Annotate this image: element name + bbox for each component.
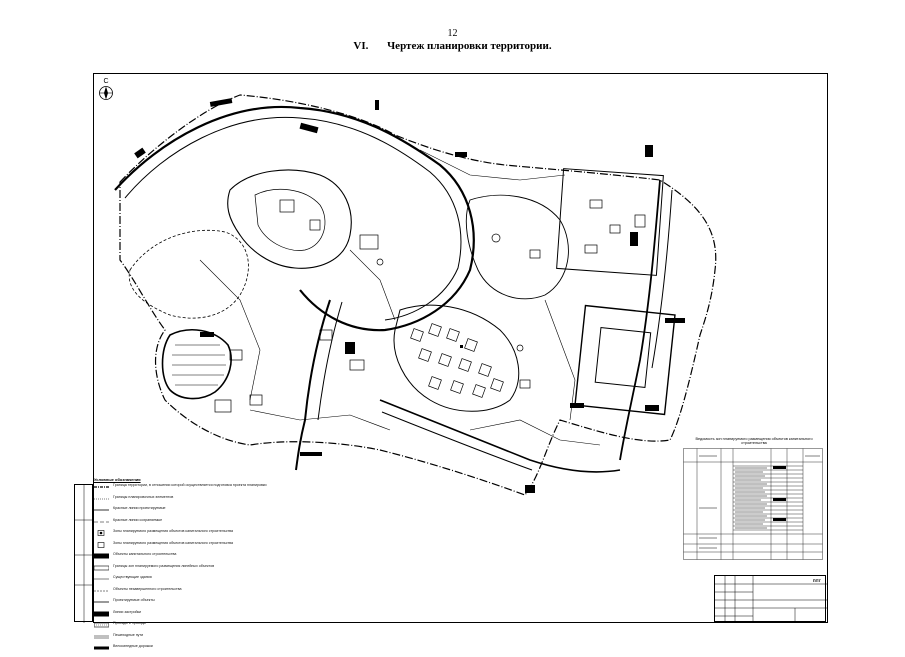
ledger-table: [683, 448, 823, 561]
legend-row: Объекты незавершенного строительства: [94, 586, 394, 600]
legend-row: Проектируемые объекты: [94, 598, 394, 611]
legend-row: Объекты капитального строительства: [94, 552, 394, 565]
legend-row: Зоны планируемого размещения объектов ка…: [94, 540, 394, 554]
legend-symbol: [94, 622, 109, 628]
legend-label: Красные линии проектируемые: [113, 506, 166, 510]
legend-label: Объекты незавершенного строительства: [113, 586, 182, 591]
legend-label: Существующие здания: [113, 575, 152, 579]
legend-label: Линии застройки: [113, 609, 142, 614]
legend-label: Проектируемые объекты: [113, 598, 155, 602]
right-block-lower: [574, 304, 676, 416]
legend-row: Линии застройки: [94, 609, 394, 623]
legend-row: Пешеходные пути: [94, 632, 394, 646]
legend-label: Проезды и проходы: [113, 621, 147, 625]
drawing-frame: [93, 73, 828, 623]
upper-quarter: [465, 194, 569, 300]
diagonal-road-edge: [381, 411, 533, 471]
central-quarter: [393, 304, 520, 412]
north-compass: С: [98, 78, 114, 103]
main-road-edge: [124, 116, 462, 321]
legend-row: Границы планировочных элементов: [94, 494, 394, 508]
legend-label: Пешеходные пути: [113, 632, 144, 637]
legend: Условные обозначения Граница территории,…: [94, 478, 394, 657]
legend-label: Границы зон планируемого размещения лине…: [113, 563, 215, 568]
hill-block-inner: [254, 189, 326, 251]
legend-symbol: [97, 530, 105, 536]
main-road: [114, 105, 475, 332]
legend-row: Проезды и проходы: [94, 621, 394, 634]
legend-symbol: [94, 635, 109, 638]
hill-block: [227, 169, 352, 269]
legend-symbol: [94, 553, 109, 559]
legend-row: Красные линии проектируемые: [94, 506, 394, 519]
left-lagoon: [128, 229, 249, 319]
legend-symbol: [94, 498, 109, 499]
side-stamp: [74, 484, 94, 623]
section-title: Чертеж планировки территории.: [387, 40, 552, 52]
legend-row: Зоны планируемого размещения объектов ка…: [94, 529, 394, 542]
legend-symbol: [94, 601, 109, 603]
compass-label: С: [103, 78, 109, 85]
page-heading: VI. Чертеж планировки территории.: [0, 40, 905, 52]
diagonal-road: [379, 399, 621, 473]
legend-title: Условные обозначения: [94, 477, 141, 482]
legend-symbol: [94, 646, 109, 650]
left-lower-building: [161, 329, 232, 400]
page-number: 12: [447, 28, 458, 39]
right-road-edge: [651, 189, 673, 369]
legend-row: Существующие здания: [94, 575, 394, 588]
legend-label: Граница территории, в отношении которой …: [113, 483, 267, 487]
title-block-grid: [715, 576, 827, 623]
project-boundary: [119, 94, 717, 496]
legend-label: Зоны планируемого размещения объектов ка…: [113, 540, 234, 545]
planning-map: [114, 94, 717, 496]
legend-symbol: [94, 521, 109, 522]
legend-label: Велосипедные дорожки: [113, 644, 153, 648]
zoning-ledger: Ведомость зон планируемого размещения об…: [683, 437, 825, 565]
right-block-upper: [556, 168, 664, 276]
central-road-edge: [317, 301, 343, 421]
legend-symbol: [94, 565, 109, 570]
legend-row: Граница территории, в отношении которой …: [94, 483, 394, 496]
ledger-title: Ведомость зон планируемого размещения об…: [695, 437, 813, 446]
central-road: [295, 299, 331, 471]
legend-label: Зоны планируемого размещения объектов ка…: [113, 529, 234, 533]
legend-symbol: [94, 578, 109, 580]
legend-label: Границы планировочных элементов: [113, 494, 174, 499]
section-number: VI.: [353, 40, 369, 52]
legend-symbol: [94, 611, 109, 616]
legend-symbol: [97, 541, 105, 548]
title-block-stage: ППТ: [812, 578, 821, 583]
compass-icon: [99, 86, 113, 100]
legend-row: Границы зон планируемого размещения лине…: [94, 563, 394, 577]
right-road: [619, 179, 661, 461]
legend-row: Велосипедные дорожки: [94, 644, 394, 657]
side-stamp-grid: [75, 485, 94, 623]
legend-row: Красные линии сохраняемые: [94, 517, 394, 531]
legend-symbol: [94, 509, 109, 511]
right-block-core: [594, 326, 652, 389]
title-block: ППТ: [714, 575, 827, 623]
legend-symbol: [94, 590, 109, 591]
legend-label: Объекты капитального строительства: [113, 552, 177, 556]
legend-symbol: [94, 486, 109, 488]
legend-label: Красные линии сохраняемые: [113, 517, 163, 522]
